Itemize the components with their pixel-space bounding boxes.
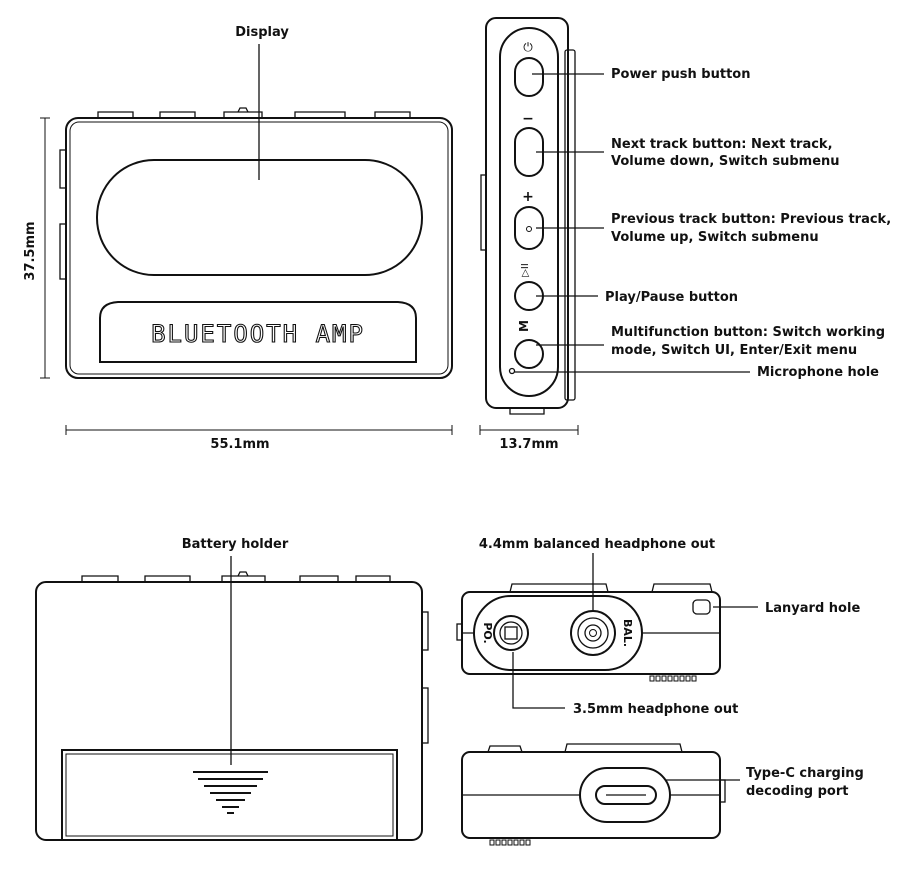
power-button-label: Power push button (611, 67, 750, 82)
next-track-label-2: Volume down, Switch submenu (611, 154, 840, 169)
brand-panel (99, 301, 417, 363)
type-c-label-2: decoding port (746, 784, 848, 799)
minus-symbol: − (522, 111, 534, 127)
multifunction-symbol: M (517, 320, 531, 332)
play-pause-label: Play/Pause button (605, 290, 738, 305)
bal-marking: BAL. (621, 619, 634, 647)
battery-holder-label: Battery holder (182, 537, 289, 552)
vent-marks (649, 675, 697, 682)
battery-cover (61, 749, 398, 841)
balanced-out-label: 4.4mm balanced headphone out (479, 537, 715, 552)
microphone-hole (508, 367, 516, 375)
brand-text: BLUETOOTH AMP (151, 320, 365, 348)
bottom-vent-marks (489, 839, 531, 846)
back-body (35, 581, 423, 841)
front-view: BLUETOOTH AMP Display 37.5mm 55.1mm (23, 25, 453, 452)
width-dimension: 55.1mm (210, 437, 269, 452)
depth-dimension: 13.7mm (499, 437, 558, 452)
microphone-label: Microphone hole (757, 365, 879, 380)
power-button[interactable] (514, 57, 544, 97)
lanyard-hole-label: Lanyard hole (765, 601, 860, 616)
back-view: Battery holder (35, 537, 429, 841)
next-track-label-1: Next track button: Next track, (611, 137, 833, 152)
display-label: Display (235, 25, 289, 40)
play-pause-symbol: ▷II (520, 263, 531, 277)
top-view: PO. BAL. 4.4mm balanced headphone out La… (456, 537, 860, 717)
headphone-jack-3-5mm[interactable] (493, 615, 529, 651)
height-dimension: 37.5mm (23, 221, 38, 280)
power-symbol: ⏻ (523, 40, 533, 54)
side-view: ⏻ − + ▷II M Power push button Next track… (479, 17, 891, 452)
battery-grip-icon (193, 771, 268, 814)
previous-track-label-2: Volume up, Switch submenu (611, 230, 819, 245)
po-marking: PO. (481, 622, 494, 643)
multifunction-label-1: Multifunction button: Switch working (611, 325, 885, 340)
lanyard-hole (692, 599, 711, 615)
previous-track-label-1: Previous track button: Previous track, (611, 212, 891, 227)
bottom-view: Type-C charging decoding port (461, 743, 864, 846)
multifunction-button[interactable] (514, 339, 544, 369)
plus-symbol: + (522, 189, 534, 205)
multifunction-label-2: mode, Switch UI, Enter/Exit menu (611, 343, 857, 358)
headphone-out-label: 3.5mm headphone out (573, 702, 738, 717)
side-body (485, 17, 569, 409)
jack-panel (473, 595, 643, 671)
type-c-label-1: Type-C charging (746, 766, 864, 781)
button-strip (499, 27, 559, 397)
